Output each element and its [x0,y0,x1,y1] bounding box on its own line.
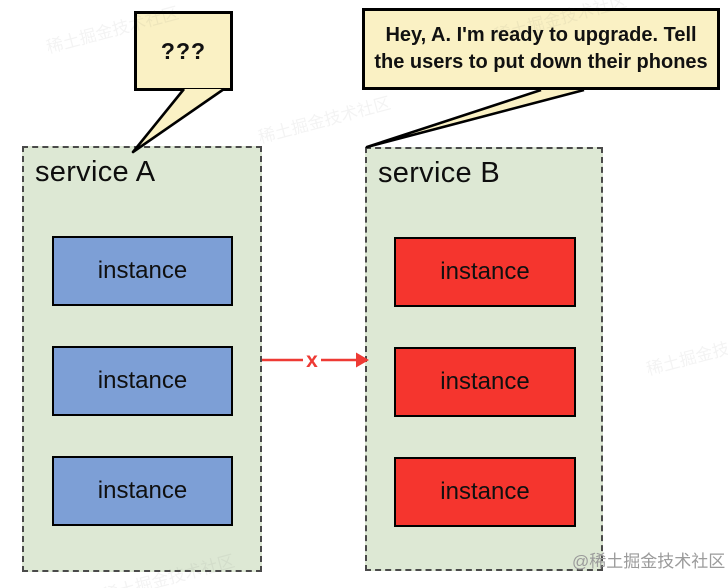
service-a-title: service A [35,156,156,188]
blocked-call-x-icon: x [306,349,318,372]
service-b-container: service B instance instance instance [365,147,603,571]
service-b-instance-3: instance [394,457,576,527]
service-a-instance-3: instance [52,456,233,526]
upgrade-speech-bubble-line1: Hey, A. I'm ready to upgrade. Tell [385,24,697,46]
faint-watermark: 稀土掘金技术社区 [256,93,393,148]
upgrade-bubble-tail [365,88,585,149]
service-b-instance-1: instance [394,237,576,307]
juejin-watermark: @稀土掘金技术社区 [572,552,726,571]
blocked-call-x-backing [303,349,321,370]
service-b-title: service B [378,157,500,189]
service-b-instance-2: instance [394,347,576,417]
service-a-container: service A instance instance instance [22,146,262,572]
upgrade-speech-bubble-text: Hey, A. I'm ready to upgrade. Tell the u… [374,22,707,76]
faint-watermark: 稀土掘金技术社区 [644,325,728,380]
upgrade-speech-bubble-line2: the users to put down their phones [374,51,708,73]
service-a-instance-2: instance [52,346,233,416]
service-a-instance-1: instance [52,236,233,306]
upgrade-speech-bubble: Hey, A. I'm ready to upgrade. Tell the u… [362,8,720,90]
question-speech-bubble: ??? [134,11,233,91]
question-bubble-tail [131,87,225,154]
question-speech-bubble-text: ??? [160,37,207,64]
